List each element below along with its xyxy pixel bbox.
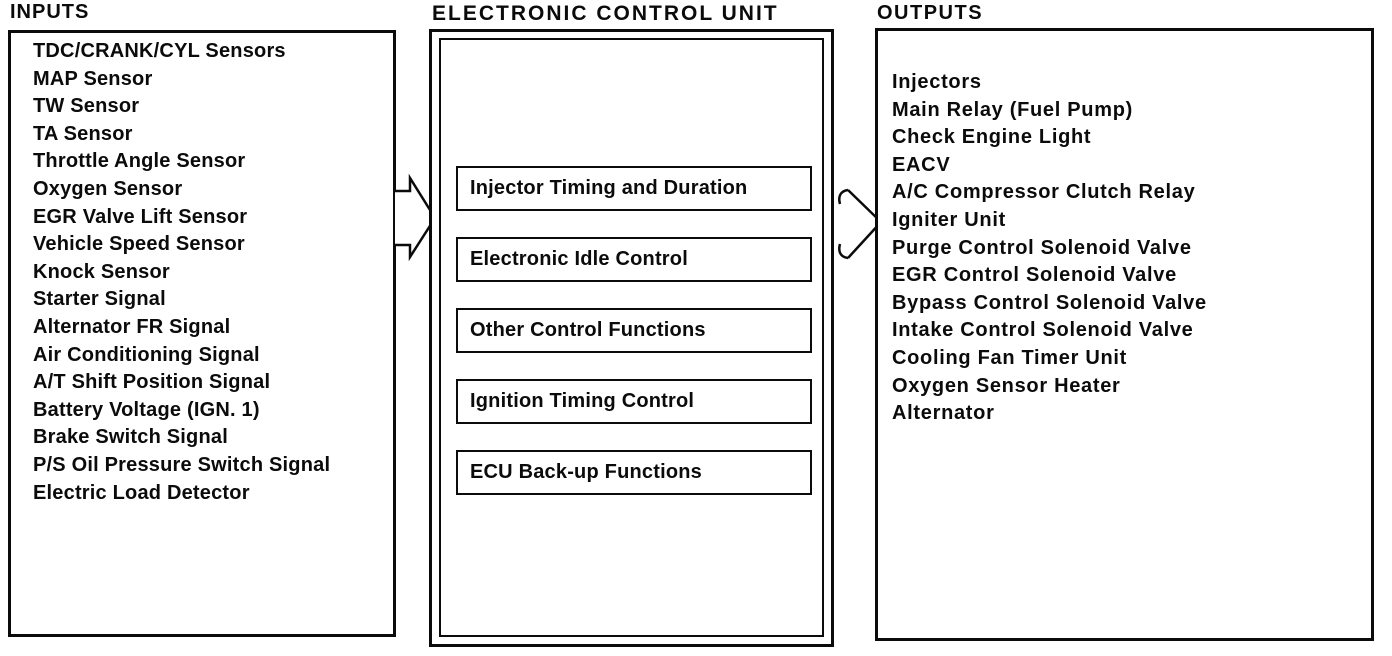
input-item: Vehicle Speed Sensor [33, 233, 245, 256]
input-item: Air Conditioning Signal [33, 343, 260, 366]
output-item: Check Engine Light [892, 126, 1092, 149]
inputs-section-title: INPUTS [10, 1, 90, 23]
output-item: Purge Control Solenoid Valve [892, 236, 1192, 259]
output-item: Alternator [892, 402, 995, 425]
output-item: Injectors [892, 71, 982, 93]
ecu-function-box: Other Control Functions [456, 308, 812, 353]
input-item: Oxygen Sensor [33, 177, 183, 200]
output-item: Intake Control Solenoid Valve [892, 319, 1194, 342]
ecu-section-title: ELECTRONIC CONTROL UNIT [432, 2, 779, 25]
ecu-function-box: Injector Timing and Duration [456, 166, 812, 211]
input-item: Battery Voltage (IGN. 1) [33, 398, 260, 421]
input-item: Electric Load Detector [33, 481, 250, 504]
output-item: Cooling Fan Timer Unit [892, 346, 1128, 369]
output-item: Oxygen Sensor Heater [892, 374, 1121, 397]
input-item: MAP Sensor [33, 67, 153, 90]
input-item: Knock Sensor [33, 260, 170, 283]
output-item: Igniter Unit [892, 208, 1006, 231]
output-item: EACV [892, 153, 951, 176]
input-item: TW Sensor [33, 95, 140, 118]
input-item: EGR Valve Lift Sensor [33, 205, 248, 228]
outputs-section-title: OUTPUTS [877, 2, 984, 24]
input-item: Starter Signal [33, 288, 166, 311]
ecu-function-box: Ignition Timing Control [456, 379, 812, 424]
output-item: EGR Control Solenoid Valve [892, 264, 1177, 287]
input-item: P/S Oil Pressure Switch Signal [33, 453, 331, 476]
input-item: A/T Shift Position Signal [33, 371, 271, 394]
output-item: Bypass Control Solenoid Valve [892, 291, 1207, 314]
input-item: Brake Switch Signal [33, 426, 228, 449]
input-item: Throttle Angle Sensor [33, 150, 246, 173]
ecu-function-box: Electronic Idle Control [456, 237, 812, 282]
output-item: Main Relay (Fuel Pump) [892, 98, 1133, 121]
input-item: TA Sensor [33, 122, 133, 145]
ecu-function-box: ECU Back-up Functions [456, 450, 812, 495]
output-item: A/C Compressor Clutch Relay [892, 181, 1196, 204]
input-item: Alternator FR Signal [33, 315, 231, 338]
input-item: TDC/CRANK/CYL Sensors [33, 40, 286, 62]
